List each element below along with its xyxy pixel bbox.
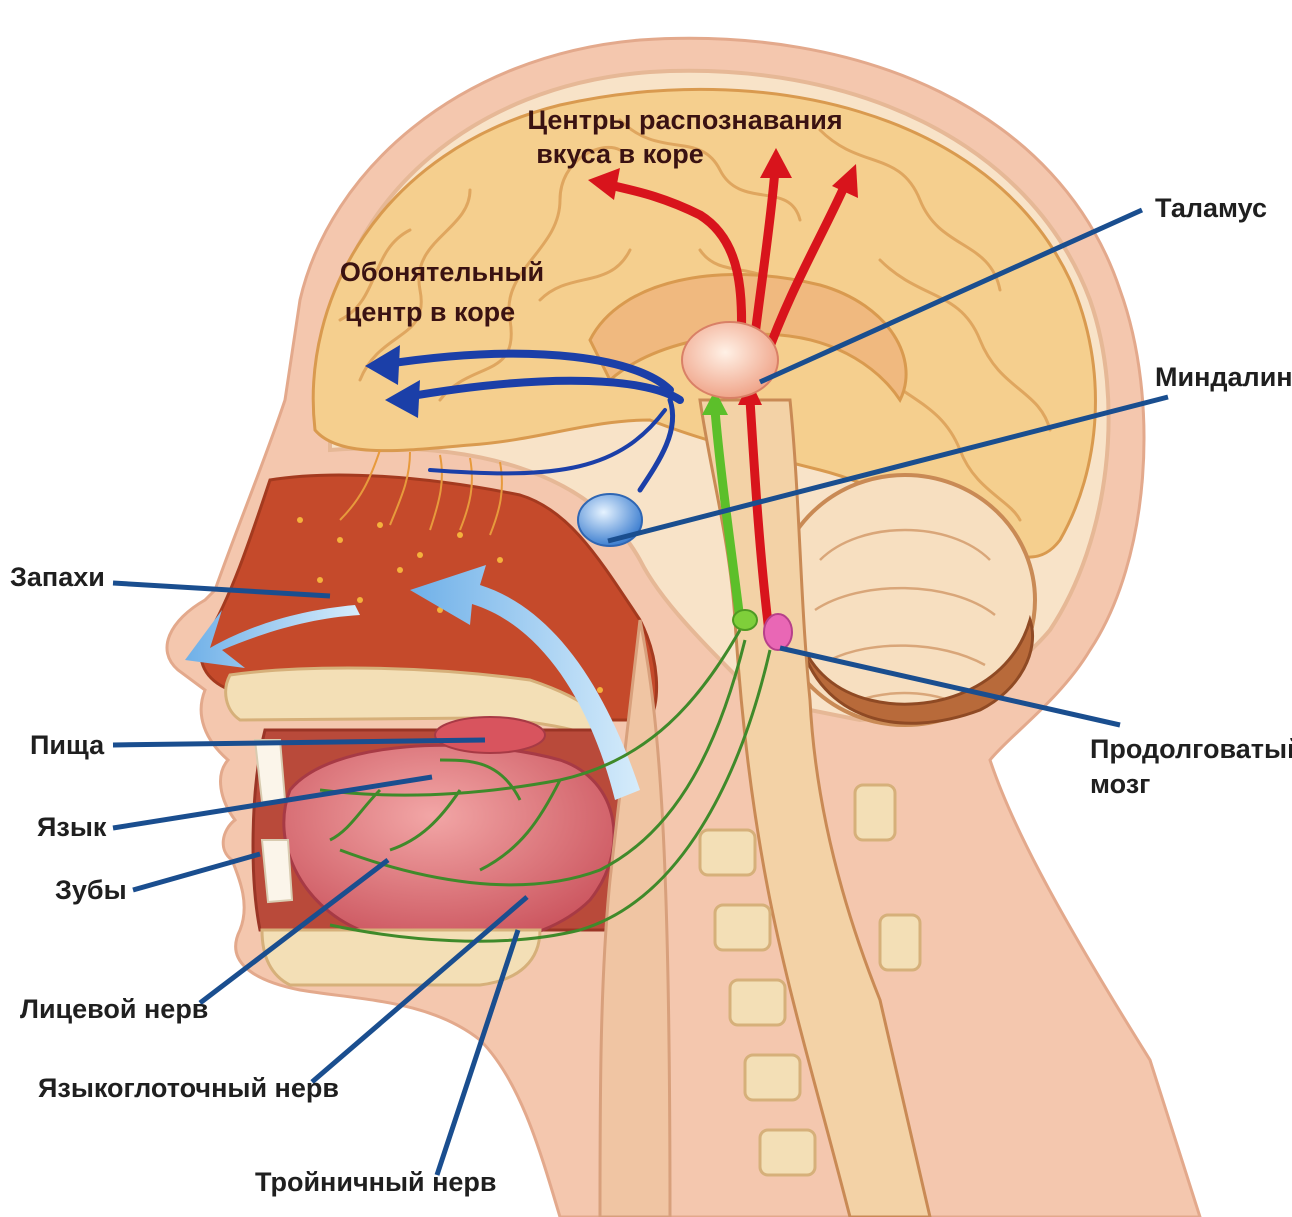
label-odors: Запахи [10, 562, 105, 592]
tongue-shape [284, 745, 614, 947]
thalamus-body [682, 322, 778, 398]
label-olfactory-center-line1: Обонятельный [340, 257, 544, 287]
food-bolus [435, 717, 545, 753]
label-thalamus: Таламус [1155, 193, 1267, 223]
medulla-nucleus [764, 614, 792, 650]
label-tongue: Язык [37, 812, 107, 842]
label-taste-centers-line2: вкуса в коре [536, 139, 704, 169]
label-medulla-line1: Продолговатый [1090, 734, 1292, 764]
label-teeth: Зубы [55, 875, 127, 905]
label-taste-centers-line1: Центры распознавания [527, 105, 842, 135]
jaw [262, 930, 540, 985]
head-illustration [167, 38, 1200, 1217]
label-trigeminal-nerve: Тройничный нерв [255, 1167, 497, 1197]
label-facial-nerve: Лицевой нерв [20, 994, 208, 1024]
label-glossopharyngeal-nerve: Языкоглоточный нерв [38, 1073, 339, 1103]
green-nucleus [733, 610, 757, 630]
label-medulla-line2: мозг [1090, 769, 1150, 799]
label-olfactory-center-line2: центр в коре [345, 297, 515, 327]
label-food: Пища [30, 730, 105, 760]
label-amygdala: Миндалина [1155, 362, 1292, 392]
